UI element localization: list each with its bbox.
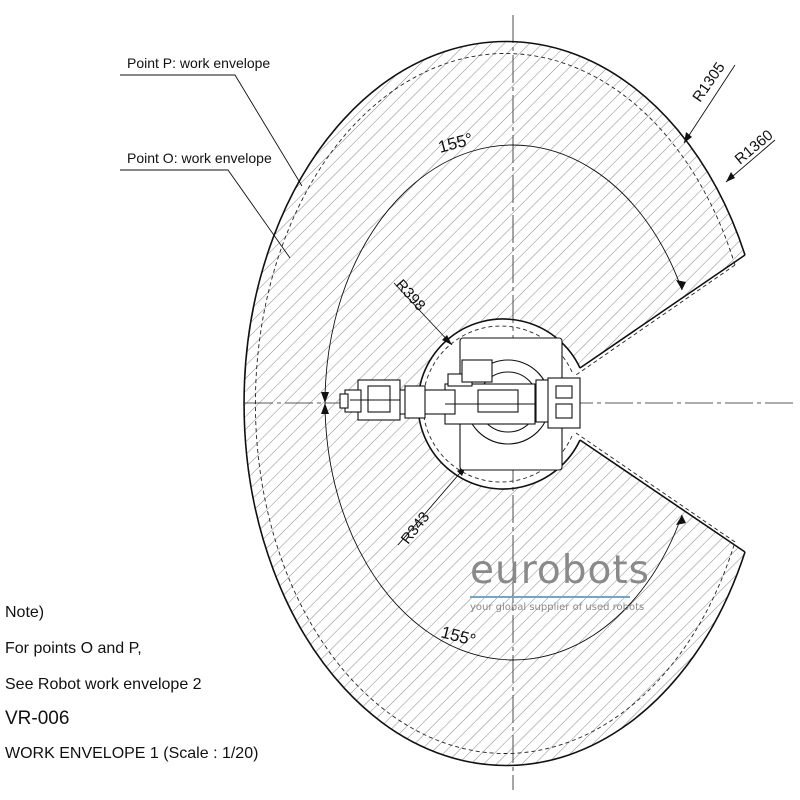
angle-arc-top [324,144,683,404]
point-o-outer-dashed [255,53,736,754]
point-p-leader [120,74,303,187]
drawing-title: WORK ENVELOPE 1 (Scale : 1/20) [5,745,259,762]
point-o-upper-edge-dashed [575,264,736,376]
angle-arrow-left-top [321,392,329,403]
angle-arc-bottom [324,402,683,661]
r398-leader [393,282,453,346]
watermark-underline [470,596,630,598]
point-o-leader [120,169,291,259]
note-line-reference: See Robot work envelope 2 [5,676,202,693]
point-p-label: Point P: work envelope [127,55,270,71]
r1305-arrow [684,132,692,143]
r343-leader [397,465,467,546]
r1360-arrow [726,172,735,182]
r398-arrow [442,335,452,345]
point-o-label: Point O: work envelope [127,150,272,166]
r1360-label: R1360 [732,127,777,168]
watermark-tagline: your global supplier of used robots [470,602,645,613]
outer-envelope-outline [243,40,746,767]
model-number: VR-006 [5,708,70,729]
r1360-leader [725,139,776,183]
r1305-label: R1305 [689,59,728,105]
lower-envelope-edge [579,439,746,553]
watermark-logo: eurobots [470,548,650,593]
r1305-leader [683,64,736,144]
angle-arrow-right-bottom [676,515,686,525]
upper-envelope-edge [579,254,746,369]
note-line-points: For points O and P, [5,640,142,657]
angle-arrow-left-bottom [321,403,329,414]
work-envelope-hatched-area [244,41,745,766]
angle-arrow-right-top [676,280,686,290]
robot-top-view [339,337,581,471]
note-heading: Note) [5,604,45,621]
